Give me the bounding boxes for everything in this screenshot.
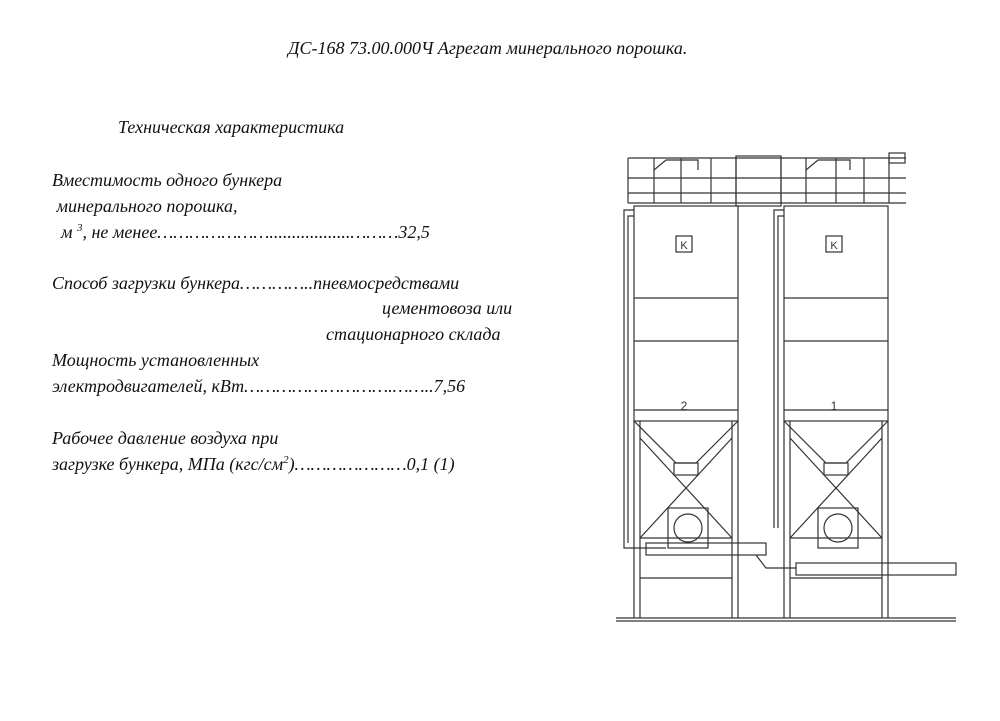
spec-capacity-unit-exponent: 3 (77, 222, 83, 234)
spec-pressure-line1: Рабочее давление воздуха при (52, 428, 279, 448)
spec-capacity-value: , не менее…………………..................………32… (82, 222, 430, 242)
spec-pressure-value: )…………………0,1 (1) (288, 454, 455, 474)
hopper-right-label: K (830, 240, 838, 252)
spec-pressure-unit-exponent: 2 (283, 454, 289, 466)
hopper-right-label-box (825, 235, 843, 253)
top-railing (627, 152, 906, 207)
spec-loading-line2: цементовоза или (382, 298, 513, 318)
spec-capacity-unit: м (52, 222, 77, 242)
spec-capacity-line1: Вместимость одного бункера (52, 170, 283, 190)
spec-pressure-line2: загрузке бункера, МПа (кгс/см2)…………………0,… (52, 454, 455, 474)
spec-loading-line3: стационарного склада (326, 324, 501, 344)
page-title: ДС-168 73.00.000Ч Агрегат минерального п… (288, 38, 688, 58)
silo-left (633, 205, 739, 476)
silo-assembly-drawing: K K 2 1 (616, 152, 957, 622)
silo-right (783, 205, 889, 476)
air-pipes (623, 209, 784, 549)
spec-capacity-line3: м 3, не менее…………………..................……… (52, 222, 430, 242)
spec-power-line1: Мощность установленных (52, 350, 260, 370)
spec-capacity-line2: минерального порошка, (52, 196, 238, 216)
support-frame (633, 421, 889, 618)
hopper-right-number: 1 (831, 399, 838, 413)
hopper-left-label: K (680, 240, 688, 252)
ground-line (616, 617, 956, 622)
screw-conveyors (645, 507, 957, 576)
hopper-left-number: 2 (681, 399, 688, 413)
hopper-left-label-box (675, 235, 693, 253)
section-heading: Техническая характеристика (118, 117, 345, 137)
spec-pressure-text: загрузке бункера, МПа (кгс/см (52, 454, 284, 474)
spec-loading-line1: Способ загрузки бункера…………..пневмосредс… (52, 273, 460, 293)
spec-power-line2: электродвигателей, кВт……………………….……..7,56 (52, 376, 466, 396)
